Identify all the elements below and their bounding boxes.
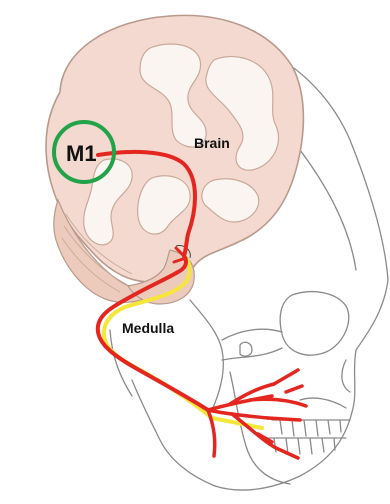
- brain-label: Brain: [194, 135, 230, 151]
- medulla-label: Medulla: [122, 320, 174, 336]
- m1-label: M1: [66, 141, 97, 166]
